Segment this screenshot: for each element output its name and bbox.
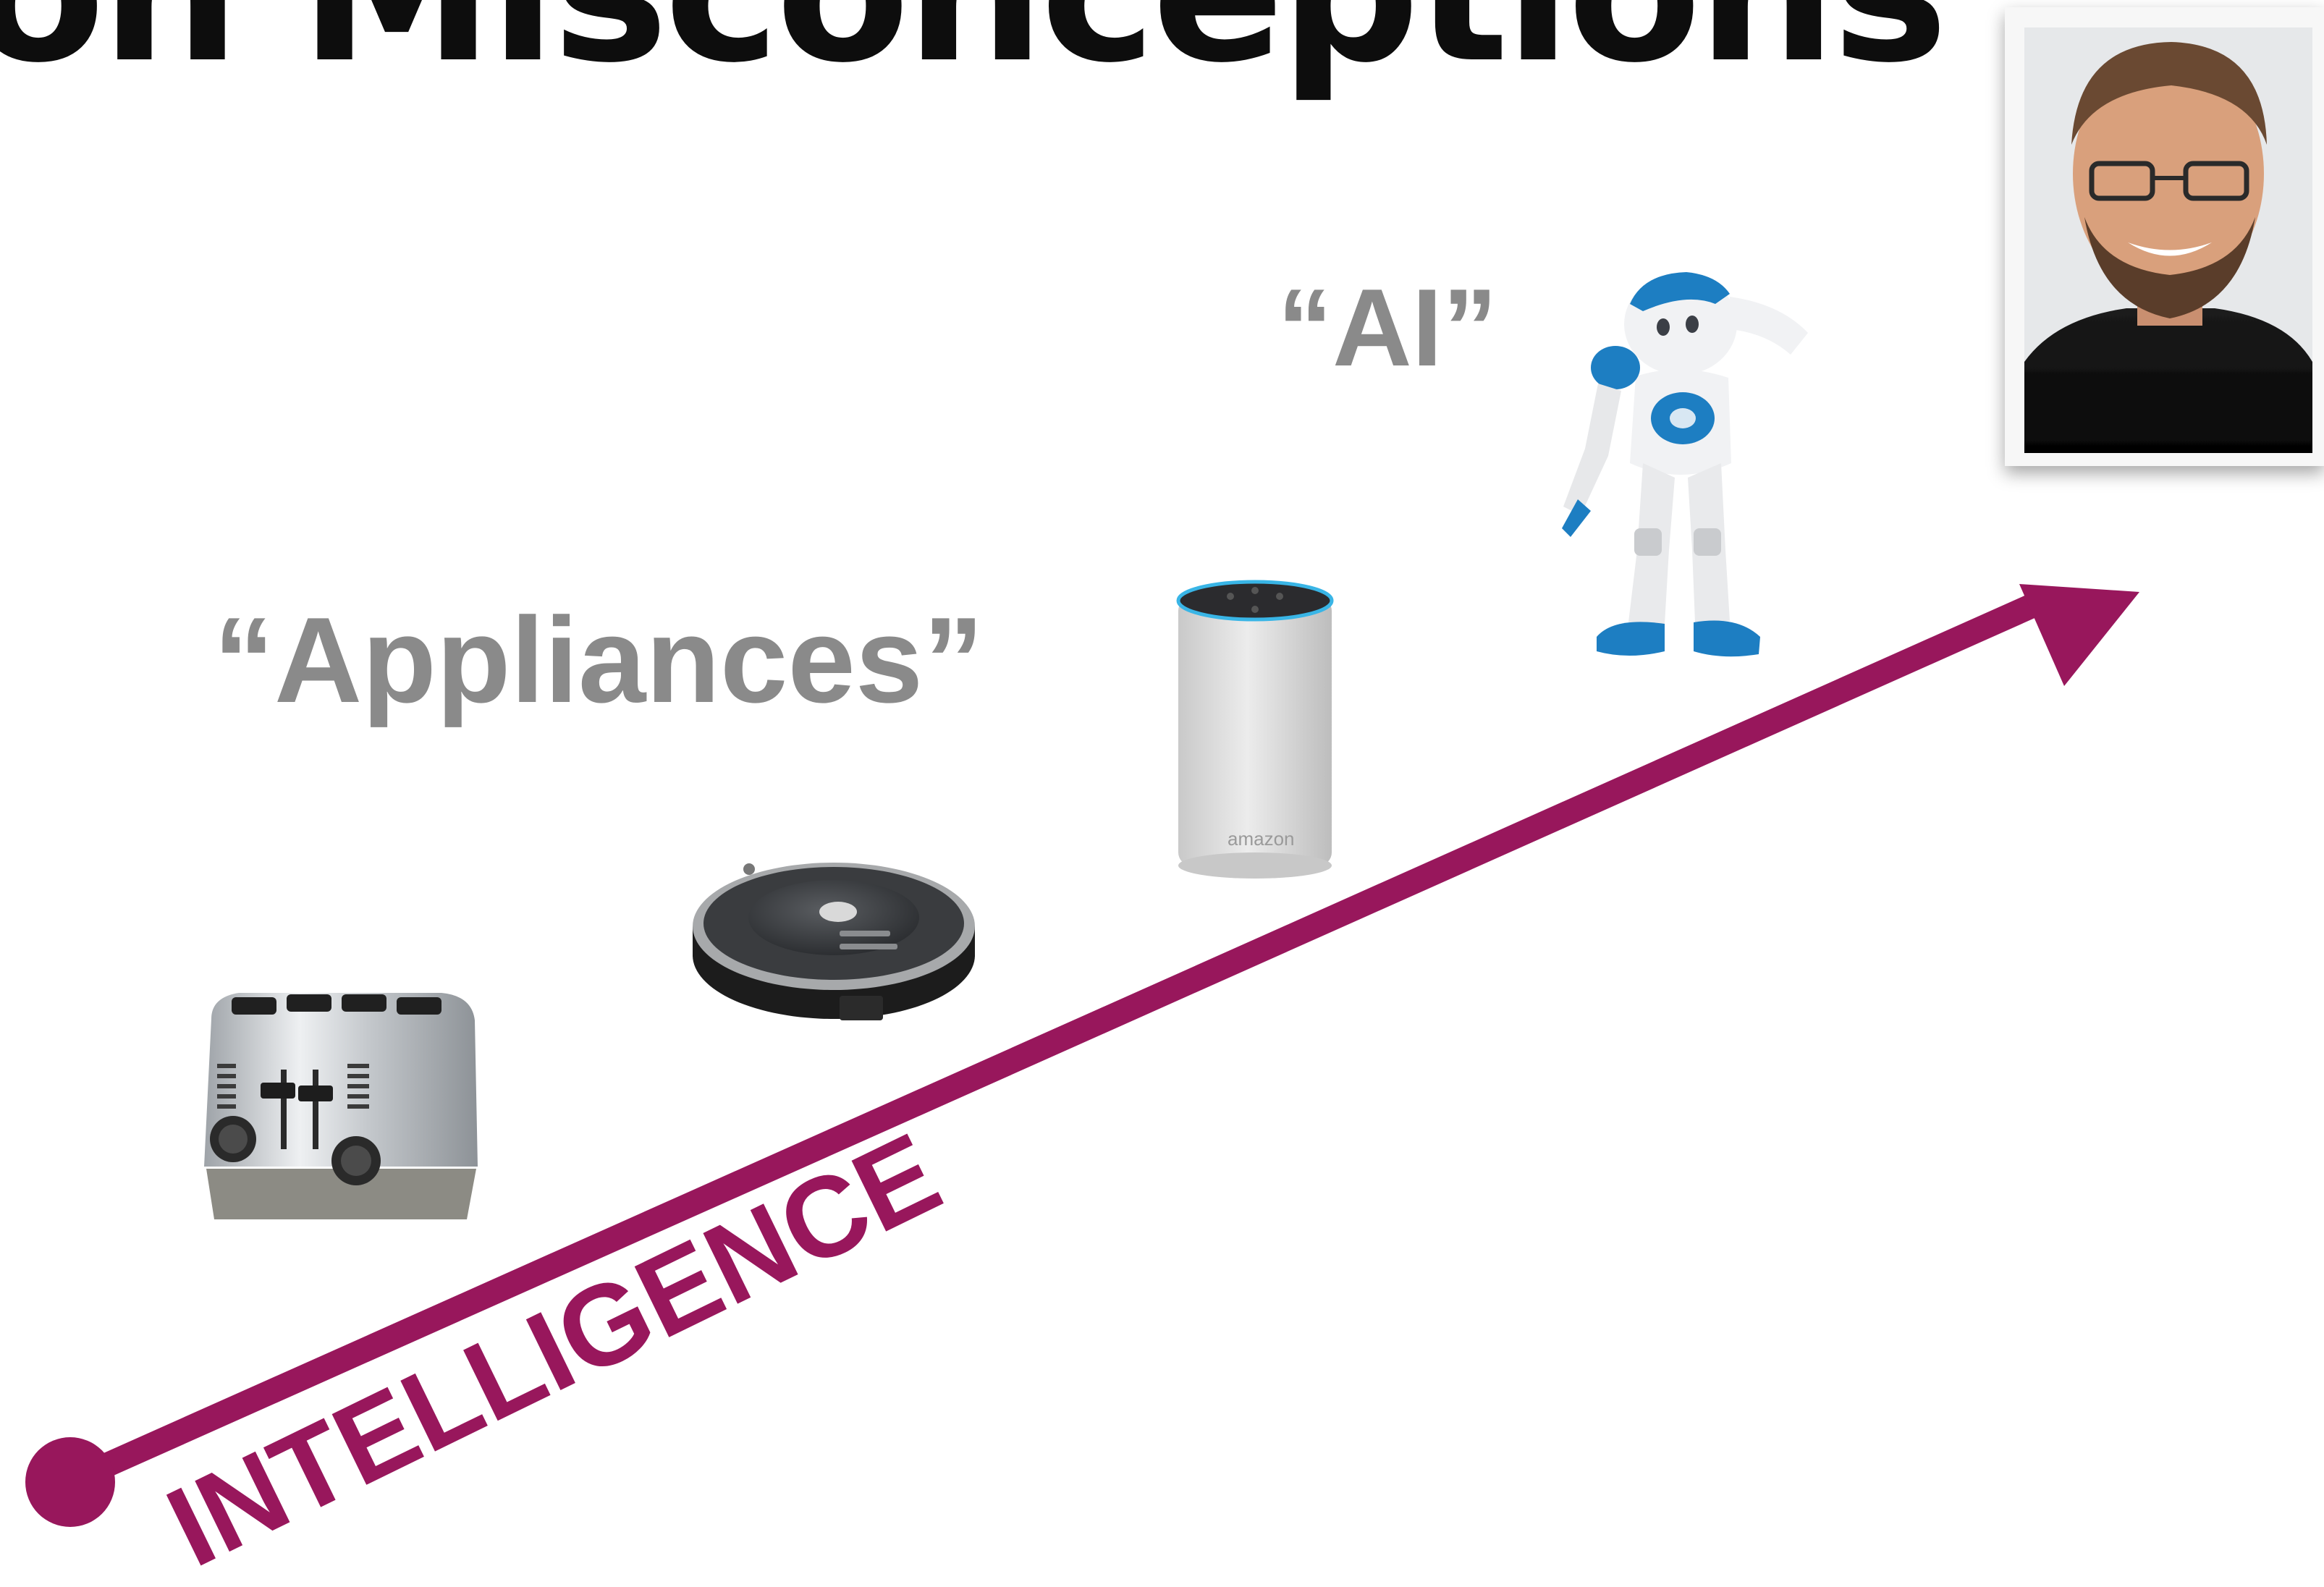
humanoid-robot-icon [1562,272,1808,657]
appliances-label: “Appliances” [214,592,984,728]
ai-label: “AI” [1277,266,1497,389]
arrow-origin-dot [25,1437,115,1527]
intelligence-arrow [25,584,2139,1527]
toaster-icon [204,993,478,1219]
slide-title: on Misconceptions [0,0,1944,106]
smart-speaker-icon: amazon [1176,580,1334,879]
robot-vacuum-icon [693,863,975,1020]
arrow-shaft [56,593,2046,1494]
portrait-photo [2005,7,2324,466]
speaker-logo: amazon [1228,828,1295,850]
arrowhead-icon [2019,584,2139,686]
